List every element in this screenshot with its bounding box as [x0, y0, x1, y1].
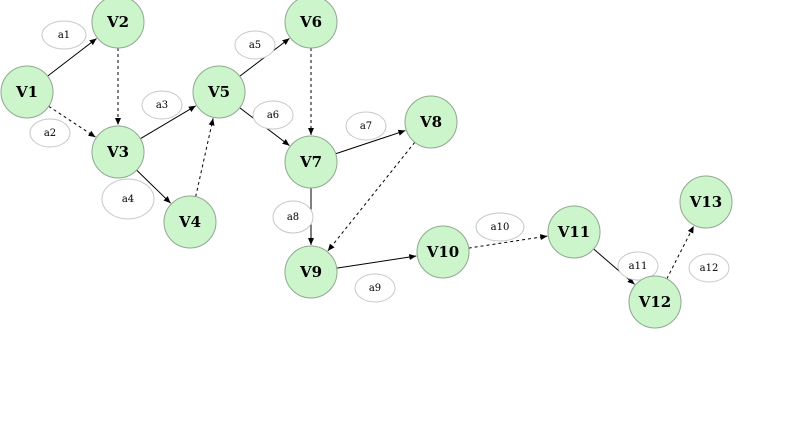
activity-label-text: a9 — [369, 283, 381, 294]
node-label: V1 — [15, 83, 38, 101]
node-circle — [91, 125, 145, 179]
node-label: V12 — [638, 293, 672, 311]
node-v3: V3 — [91, 125, 145, 179]
node-circle — [163, 195, 217, 249]
node-v10: V10 — [416, 225, 470, 279]
activity-label-a7: a7 — [345, 111, 387, 141]
activity-label-bubble — [41, 20, 87, 50]
node-label: V3 — [106, 143, 129, 161]
node-circle — [284, 245, 338, 299]
node-circle — [192, 65, 246, 119]
activity-label-text: a12 — [700, 263, 719, 274]
node-label: V13 — [689, 193, 723, 211]
node-label: V4 — [178, 213, 201, 231]
activity-label-bubble — [101, 178, 155, 220]
activity-label-text: a8 — [287, 212, 299, 223]
activity-label-bubble — [475, 212, 525, 242]
activity-label-text: a11 — [629, 261, 648, 272]
edge-v3-v5 — [140, 105, 197, 140]
edge-v12-v13 — [666, 225, 695, 280]
edge-v9-v10 — [336, 254, 417, 269]
activity-label-a11: a11 — [617, 251, 659, 281]
activity-label-bubble — [688, 253, 730, 283]
activity-label-text: a4 — [122, 194, 134, 205]
node-v5: V5 — [192, 65, 246, 119]
activity-label-text: a10 — [491, 222, 510, 233]
node-v6: V6 — [284, 0, 338, 49]
node-v4: V4 — [163, 195, 217, 249]
activity-label-a1: a1 — [41, 20, 87, 50]
node-v1: V1 — [0, 65, 54, 119]
activity-label-text: a2 — [44, 128, 56, 139]
node-label: V8 — [419, 113, 442, 131]
activity-label-a8: a8 — [272, 200, 314, 234]
edge-v10-v11 — [468, 234, 548, 249]
node-v2: V2 — [91, 0, 145, 49]
activity-label-text: a6 — [267, 110, 279, 121]
activity-label-bubble — [234, 30, 276, 60]
node-label: V5 — [207, 83, 230, 101]
activity-label-bubble — [354, 273, 396, 303]
activity-label-a2: a2 — [29, 118, 71, 148]
node-circle — [0, 65, 54, 119]
node-circle — [284, 0, 338, 49]
node-v8: V8 — [404, 95, 458, 149]
activity-label-a12: a12 — [688, 253, 730, 283]
activity-label-bubble — [272, 200, 314, 234]
activity-label-text: a3 — [156, 100, 168, 111]
edges — [47, 37, 695, 285]
activity-label-a3: a3 — [141, 90, 183, 120]
node-label: V10 — [426, 243, 460, 261]
edge-v8-v9 — [327, 141, 416, 252]
activity-label-bubble — [141, 90, 183, 120]
activity-label-text: a5 — [249, 40, 261, 51]
activity-label-text: a1 — [58, 30, 70, 41]
edge-v7-v8 — [335, 129, 406, 155]
activity-label-a6: a6 — [252, 100, 294, 130]
node-v13: V13 — [679, 175, 733, 229]
node-v7: V7 — [284, 135, 338, 189]
activity-labels: a1 a2 a3 a4 a5 a6 a7 a8 a9 a10 a11 a12 — [29, 20, 730, 303]
node-label: V7 — [299, 153, 322, 171]
activity-label-bubble — [252, 100, 294, 130]
edge-v1-v2 — [47, 38, 97, 77]
node-label: V6 — [299, 13, 322, 31]
edge-v3-v4 — [136, 169, 171, 204]
node-label: V9 — [299, 263, 322, 281]
node-circle — [284, 135, 338, 189]
node-v9: V9 — [284, 245, 338, 299]
node-circle — [404, 95, 458, 149]
node-circle — [547, 205, 601, 259]
activity-label-text: a7 — [360, 121, 372, 132]
activity-label-a9: a9 — [354, 273, 396, 303]
activity-label-bubble — [345, 111, 387, 141]
node-v12: V12 — [628, 275, 682, 329]
node-label: V11 — [557, 223, 591, 241]
activity-label-bubble — [617, 251, 659, 281]
node-v11: V11 — [547, 205, 601, 259]
node-circle — [679, 175, 733, 229]
activity-label-bubble — [29, 118, 71, 148]
edge-v4-v5 — [195, 118, 215, 197]
node-circle — [91, 0, 145, 49]
node-circle — [416, 225, 470, 279]
activity-label-a5: a5 — [234, 30, 276, 60]
node-label: V2 — [106, 13, 129, 31]
activity-label-a4: a4 — [101, 178, 155, 220]
activity-label-a10: a10 — [475, 212, 525, 242]
node-circle — [628, 275, 682, 329]
